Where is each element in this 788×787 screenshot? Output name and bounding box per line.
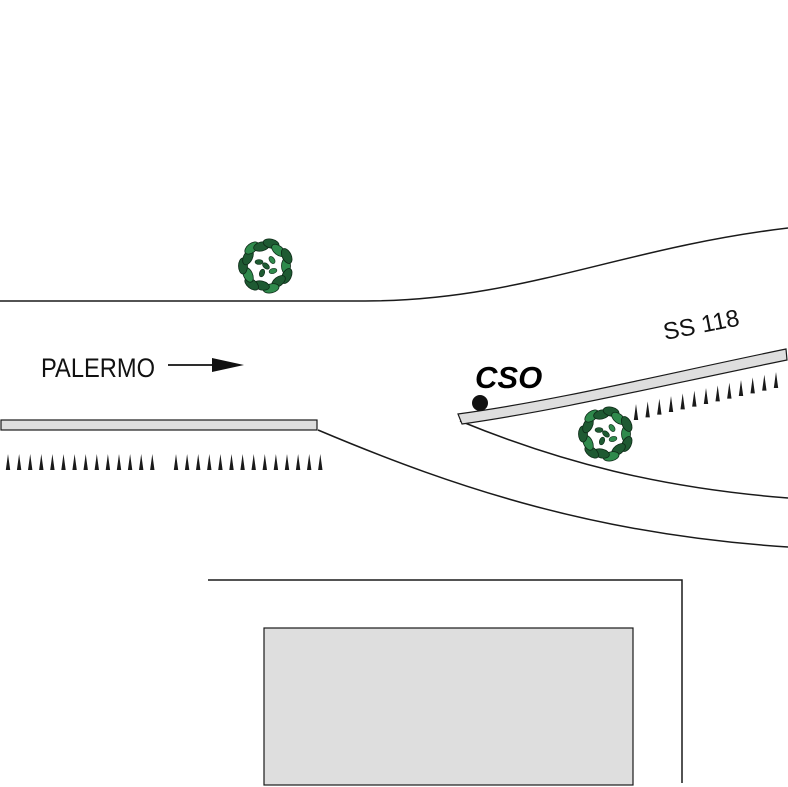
location-dot-icon: [472, 395, 488, 411]
embankment-spike-icon: [773, 372, 779, 388]
barrier-ramp: [457, 348, 788, 425]
embankment-spike-icon: [668, 396, 674, 412]
property-boundary: [208, 579, 683, 783]
tree-leaf: [608, 436, 618, 442]
embankment-spike-icon: [196, 454, 201, 470]
barrier-left: [0, 419, 318, 431]
embankment-spike-icon: [229, 454, 234, 470]
embankment-spike-icon: [318, 454, 323, 470]
embankment-spike-icon: [83, 454, 88, 470]
embankment-spike-icon: [307, 454, 312, 470]
tree-leaf: [594, 427, 604, 433]
embankment-spike-icon: [295, 454, 301, 470]
embankment-spike-icon: [273, 454, 279, 470]
embankment-spike-icon: [127, 454, 133, 470]
embankment-spike-icon: [218, 454, 223, 470]
tree-icon: [578, 406, 633, 462]
embankment-spike-icon: [680, 393, 685, 410]
embankment-spike-icon: [94, 454, 99, 470]
embankment-spike-icon: [715, 385, 720, 402]
embankment-spike-icon: [262, 454, 267, 470]
embankment-spike-icon: [645, 401, 650, 418]
tree-leaf: [254, 259, 264, 265]
embankment-spike-icon: [251, 454, 256, 470]
arrow-right-icon: [168, 358, 244, 372]
embankment-spike-icon: [116, 454, 122, 470]
embankment-spike-icon: [750, 377, 755, 394]
tree-leaf: [262, 262, 270, 270]
building: [263, 627, 634, 786]
embankment-spike-icon: [207, 454, 212, 470]
tree-leaf: [598, 436, 606, 446]
direction-label: PALERMO: [41, 353, 155, 383]
ramp-south-edge: [459, 420, 788, 499]
tree-leaf: [280, 248, 293, 264]
embankment-spike-icon: [105, 454, 111, 470]
embankment-spike-icon: [657, 398, 662, 415]
embankment-spike-icon: [139, 454, 144, 470]
embankment-spike-icon: [61, 454, 66, 470]
site-label: CSO: [475, 360, 542, 395]
tree-icon: [238, 238, 293, 294]
embankment-spike-icon: [692, 390, 697, 407]
tree-leaf: [602, 430, 610, 438]
embankment-spike-icon: [173, 454, 179, 470]
embankment-spike-icon: [240, 454, 245, 470]
tree-leaf: [268, 256, 276, 264]
embankment-spike-icon: [5, 454, 11, 470]
embankment-spike-icon: [16, 454, 22, 470]
embankment-spike-icon: [28, 454, 33, 470]
embankment-spike-icon: [762, 374, 767, 391]
embankment-spike-icon: [284, 454, 290, 470]
embankment-spike-icon: [72, 454, 77, 470]
road-label: SS 118: [661, 305, 742, 346]
road-south-edge: [317, 429, 788, 548]
embankment-spike-icon: [633, 404, 639, 420]
tree-leaf: [608, 424, 616, 432]
embankment-spike-icon: [150, 454, 155, 470]
tree-leaf: [268, 268, 278, 274]
embankment-spike-icon: [738, 380, 744, 396]
embankment-spike-icon: [727, 382, 732, 399]
embankment-spike-icon: [184, 454, 190, 470]
tree-leaf: [620, 416, 633, 432]
tree-leaf: [258, 268, 266, 278]
embankment-spike-icon: [50, 454, 55, 470]
embankment-spike-icon: [39, 454, 44, 470]
road-north-edge: [0, 227, 788, 302]
embankment-spikes-left: [5, 454, 323, 470]
embankment-spike-icon: [703, 388, 709, 404]
embankment-spikes-right: [633, 372, 779, 420]
